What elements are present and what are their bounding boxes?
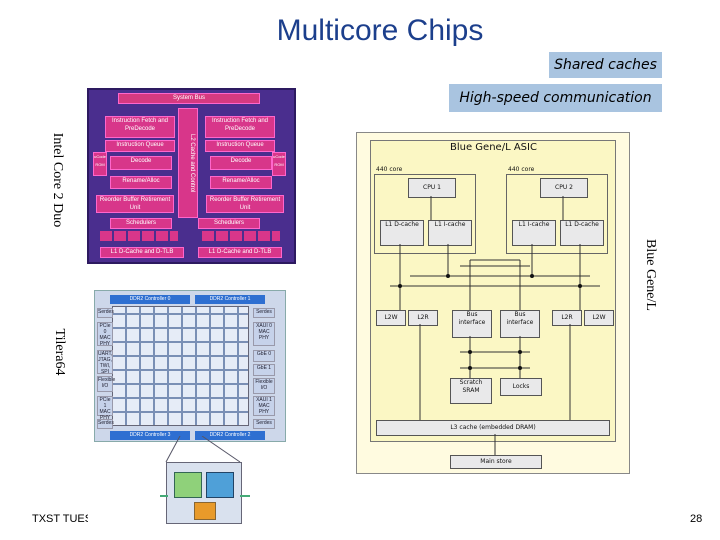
- decode-left: Decode: [110, 156, 172, 170]
- label-bluegene: Blue Gene/L: [643, 239, 658, 311]
- l2w-left: L2W: [376, 310, 406, 326]
- rename-alloc-right: Rename/Alloc: [210, 176, 272, 189]
- ddr-controller-0: DDR2 Controller 0: [110, 295, 190, 304]
- l2-cache-control: L2 Cache and Control: [178, 108, 198, 218]
- gbe0-port: GbE 0: [253, 350, 275, 362]
- instruction-queue-right: Instruction Queue: [205, 140, 275, 152]
- instruction-queue-left: Instruction Queue: [105, 140, 175, 152]
- pcie1-port: PCIe 1 MAC PHY: [97, 396, 113, 421]
- schedulers-right: Schedulers: [198, 218, 260, 229]
- flexible-io-right: Flexible I/O: [253, 378, 275, 394]
- flexible-io-left: Flexible I/O: [97, 376, 115, 392]
- page-number: 28: [690, 513, 703, 525]
- decode-right: Decode: [210, 156, 272, 170]
- serdes-left-top: Serdes: [97, 308, 114, 318]
- tile-mesh-grid: [112, 306, 249, 426]
- locks-block: Locks: [500, 378, 542, 396]
- core0-label: 440 core: [376, 166, 403, 173]
- serdes-left-bottom: Serdes: [97, 419, 114, 429]
- cpu1-block: CPU 1: [408, 178, 456, 198]
- system-bus: System Bus: [118, 93, 260, 104]
- callout-shared-caches: Shared caches: [549, 52, 662, 78]
- tile-switch-block: [194, 502, 216, 520]
- core1-label: 440 core: [508, 166, 535, 173]
- core1-region: [506, 174, 608, 254]
- callout-high-speed-communication: High-speed communication: [449, 84, 662, 112]
- bluegene-asic-title: Blue Gene/L ASIC: [450, 142, 537, 153]
- schedulers-left: Schedulers: [110, 218, 172, 229]
- ucode-rom-left: uCode ROM: [93, 152, 107, 176]
- label-tilera64: Tilera64: [52, 328, 67, 376]
- tile-processor-block: [174, 472, 202, 498]
- l1-dcache-right: L1 D-Cache and D-TLB: [198, 247, 282, 258]
- pcie0-port: PCIe 0 MAC PHY: [97, 322, 113, 347]
- instruction-fetch-left: Instruction Fetch and PreDecode: [105, 116, 175, 138]
- serdes-right-top: Serdes: [253, 308, 275, 318]
- core0-region: [374, 174, 476, 254]
- slide-title: Multicore Chips: [276, 14, 484, 47]
- execution-units-right: [202, 231, 280, 241]
- scratch-sram: Scratch SRAM: [450, 378, 492, 404]
- main-store: Main store: [450, 455, 542, 469]
- l1-dcache-core1: L1 D-cache: [560, 220, 604, 246]
- cpu2-block: CPU 2: [540, 178, 588, 198]
- tile-cache-block: [206, 472, 234, 498]
- gbe1-port: GbE 1: [253, 364, 275, 376]
- label-intel-core2duo: Intel Core 2 Duo: [50, 132, 65, 228]
- reorder-buffer-right: Reorder Buffer Retirement Unit: [206, 195, 284, 213]
- ddr-controller-1: DDR2 Controller 1: [195, 295, 265, 304]
- inset-connector-lines: [160, 436, 250, 497]
- xaui1-port: XAUI 1 MAC PHY: [253, 396, 275, 416]
- l3-cache: L3 cache (embedded DRAM): [376, 420, 610, 436]
- bluegene-interconnect-lines: [390, 196, 600, 455]
- serdes-right-bottom: Serdes: [253, 419, 275, 429]
- ddr-controller-2: DDR2 Controller 2: [195, 431, 265, 440]
- instruction-fetch-right: Instruction Fetch and PreDecode: [205, 116, 275, 138]
- bus-interface-right: Bus interface: [500, 310, 540, 338]
- ddr-controller-3: DDR2 Controller 3: [110, 431, 190, 440]
- bus-interface-left: Bus interface: [452, 310, 492, 338]
- l2r-right: L2R: [552, 310, 582, 326]
- xaui0-port: XAUI 0 MAC PHY: [253, 322, 275, 346]
- reorder-buffer-left: Reorder Buffer Retirement Unit: [96, 195, 174, 213]
- l1-icache-core1: L1 I-cache: [512, 220, 556, 246]
- l1-dcache-core0: L1 D-cache: [380, 220, 424, 246]
- l2w-right: L2W: [584, 310, 614, 326]
- uart-jtag-port: UART, JTAG, TWI, SPI: [97, 350, 113, 375]
- l1-icache-core0: L1 I-cache: [428, 220, 472, 246]
- rename-alloc-left: Rename/Alloc: [110, 176, 172, 189]
- execution-units-left: [100, 231, 178, 241]
- l2r-left: L2R: [408, 310, 438, 326]
- ucode-rom-right: uCode ROM: [272, 152, 286, 176]
- l1-dcache-left: L1 D-Cache and D-TLB: [100, 247, 184, 258]
- footer-text: TXST TUES M: [32, 513, 88, 525]
